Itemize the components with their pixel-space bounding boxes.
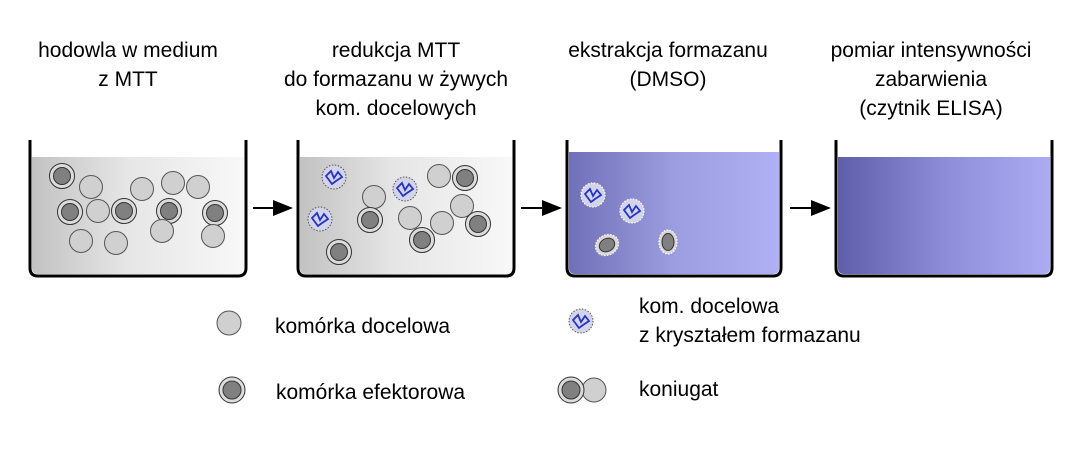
- target-cell: [430, 211, 454, 235]
- beaker-culture-wall: [28, 140, 248, 278]
- formazan-cell: [307, 206, 333, 232]
- step-2-title-line-2: do formazanu w żywych: [283, 68, 509, 91]
- beaker-measurement-wall: [834, 140, 1054, 278]
- legend-effector-cell-icon: [218, 376, 246, 404]
- effector-cell: [452, 165, 478, 191]
- step-1-title-line-1: hodowla w medium: [38, 39, 218, 62]
- effector-cell: [357, 207, 383, 233]
- target-cell: [104, 231, 128, 255]
- beaker-culture-cells: [49, 163, 228, 255]
- target-cell: [86, 199, 110, 223]
- step-4-title-line-1: pomiar intensywności: [830, 39, 1032, 62]
- effector-cell: [326, 239, 352, 265]
- effector-cell: [156, 198, 182, 224]
- target-cell: [79, 175, 103, 199]
- formazan-cell: [619, 198, 645, 224]
- step-2-title-line-1: redukcja MTT: [331, 39, 461, 62]
- formazan-cell: [580, 182, 606, 208]
- step-4-title: pomiar intensywności zabarwienia (czytni…: [801, 36, 1061, 123]
- beaker-extraction-wall: [565, 140, 783, 278]
- beaker-extraction-cells: [580, 182, 678, 257]
- legend-formazan-cell-label-line-1: kom. docelowa: [639, 295, 780, 318]
- legend-conjugate-label: koniugat: [639, 378, 719, 401]
- formazan-cell: [392, 176, 418, 202]
- beaker-reduction-wall: [296, 140, 516, 278]
- target-cell: [201, 224, 225, 248]
- legend-formazan-cell-label: kom. docelowa z kryształem formazanu: [639, 292, 861, 350]
- target-cell: [362, 185, 386, 209]
- target-cell: [161, 171, 185, 195]
- step-2-title: redukcja MTT do formazanu w żywych kom. …: [266, 36, 526, 123]
- effector-cell: [49, 163, 75, 189]
- step-4-title-line-3: (czytnik ELISA): [859, 97, 1003, 120]
- legend-effector-cell-label: komórka efektorowa: [276, 381, 466, 404]
- beaker-extraction: [565, 140, 783, 278]
- legend-symbols: [216, 308, 607, 404]
- step-3-title-line-1: ekstrakcja formazanu: [568, 39, 768, 62]
- step-1-title-line-2: z MTT: [98, 68, 158, 91]
- target-cell: [427, 164, 451, 188]
- effector-cell: [57, 199, 83, 225]
- target-cell: [150, 219, 174, 243]
- target-cell: [186, 175, 210, 199]
- effector-cell: [111, 198, 137, 224]
- effector-cell: [409, 227, 435, 253]
- target-cell: [398, 206, 422, 230]
- beaker-measurement: [834, 140, 1054, 278]
- target-cell: [450, 194, 474, 218]
- step-3-title-line-2: (DMSO): [629, 68, 707, 91]
- legend-formazan-cell-label-line-2: z kryształem formazanu: [639, 324, 861, 347]
- legend-formazan-cell-icon: [568, 308, 594, 334]
- effector-cell: [594, 233, 620, 257]
- legend-target-cell-label: komórka docelowa: [275, 315, 451, 338]
- legend-conjugate-icon: [557, 376, 607, 404]
- formazan-cell: [321, 164, 347, 190]
- effector-cell: [202, 200, 228, 226]
- step-3-title: ekstrakcja formazanu (DMSO): [538, 36, 798, 94]
- target-cell: [130, 177, 154, 201]
- step-1-title: hodowla w medium z MTT: [0, 36, 258, 94]
- legend-target-cell-icon: [216, 310, 242, 336]
- step-4-title-line-2: zabarwienia: [874, 68, 988, 91]
- effector-cell: [465, 211, 491, 237]
- target-cell: [69, 229, 93, 253]
- beaker-reduction-cells: [307, 164, 491, 265]
- effector-cell: [658, 229, 678, 255]
- step-2-title-line-3: kom. docelowych: [315, 97, 477, 120]
